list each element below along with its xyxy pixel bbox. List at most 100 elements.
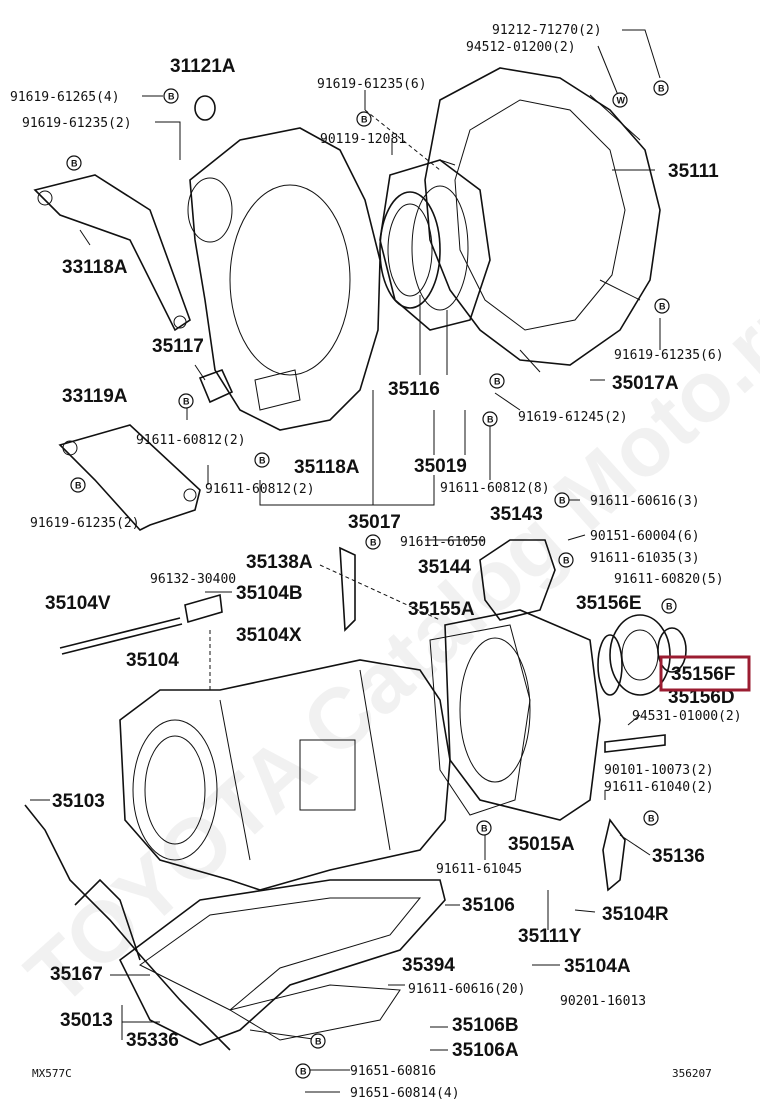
svg-text:B: B — [370, 538, 377, 548]
transmission-case-35104[interactable] — [119, 659, 451, 891]
bolt-90101-10073[interactable] — [604, 734, 666, 753]
svg-text:B: B — [487, 415, 494, 425]
label-35103: 35103 — [52, 791, 105, 812]
b-mark — [643, 810, 659, 826]
label-35136: 35136 — [652, 846, 705, 867]
label-35138A: 35138A — [246, 552, 313, 573]
label-35104X: 35104X — [236, 625, 302, 646]
label-35015A: 35015A — [508, 834, 575, 855]
plate-35156F[interactable] — [657, 627, 687, 673]
cover-35144[interactable] — [479, 539, 556, 621]
svg-text:B: B — [75, 481, 82, 491]
bracket-33119A[interactable] — [58, 424, 201, 531]
extension-housing-35015A[interactable] — [444, 609, 601, 821]
gasket-35155A[interactable] — [429, 624, 531, 816]
label-91611-60616-20: 91611-60616(20) — [408, 982, 525, 997]
label-91611-60812-b: 91611-60812(2) — [205, 482, 315, 497]
b-mark — [654, 298, 670, 314]
svg-text:B: B — [168, 92, 175, 102]
label-35111: 35111 — [668, 161, 719, 182]
label-94512-01200: 94512-01200(2) — [466, 40, 576, 55]
b-mark — [661, 598, 677, 614]
b-mark — [178, 393, 194, 409]
strainer-35394[interactable] — [228, 984, 401, 1041]
b-mark — [365, 534, 381, 550]
b-mark — [489, 373, 505, 389]
label-35111Y: 35111Y — [518, 926, 582, 947]
label-35013: 35013 — [60, 1010, 113, 1031]
b-mark — [558, 552, 574, 568]
label-31121A: 31121A — [170, 56, 236, 77]
oil-pan-35106[interactable] — [118, 879, 446, 1046]
footer-left-code: MX577C — [32, 1067, 72, 1080]
label-35104: 35104 — [126, 650, 179, 671]
gasket-plate-35019[interactable] — [379, 159, 491, 331]
bracket-33118A[interactable] — [33, 174, 191, 332]
label-35118A: 35118A — [294, 457, 360, 478]
label-35106A: 35106A — [452, 1040, 519, 1061]
label-91611-61045: 91611-61045 — [436, 862, 522, 877]
svg-text:B: B — [659, 302, 666, 312]
bell-housing-35111[interactable] — [424, 67, 661, 373]
label-33119A: 33119A — [62, 386, 128, 407]
adapter-plate-35017[interactable] — [187, 127, 381, 431]
tube-35167[interactable] — [74, 878, 141, 961]
label-90101-10073: 90101-10073(2) — [604, 763, 714, 778]
label-91619-61235-r: 91619-61235(6) — [614, 348, 724, 363]
seal-ring-35116[interactable] — [379, 191, 441, 309]
label-91611-60812-8: 91611-60812(8) — [440, 481, 550, 496]
svg-text:B: B — [666, 602, 673, 612]
b-mark — [70, 477, 86, 493]
label-35019: 35019 — [414, 456, 467, 477]
svg-text:B: B — [71, 159, 78, 169]
cover-35117[interactable] — [198, 368, 234, 404]
seal-35156D[interactable] — [597, 634, 623, 696]
label-35104B: 35104B — [236, 583, 303, 604]
shaft-35104V[interactable] — [59, 617, 181, 649]
svg-text:B: B — [559, 496, 566, 506]
svg-text:B: B — [183, 397, 190, 407]
fitting-35104B[interactable] — [184, 593, 223, 624]
svg-text:B: B — [361, 115, 368, 125]
label-91619-61265: 91619-61265(4) — [10, 90, 120, 105]
label-35144: 35144 — [418, 557, 471, 578]
label-35394: 35394 — [402, 955, 455, 976]
label-91651-60816: 91651-60816 — [350, 1064, 436, 1079]
b-mark — [653, 80, 669, 96]
b-mark — [66, 155, 82, 171]
highlight-box — [659, 655, 751, 692]
svg-text:B: B — [315, 1037, 322, 1047]
label-91619-61235-top: 91619-61235(6) — [317, 77, 427, 92]
label-91619-61235-a: 91619-61235(2) — [22, 116, 132, 131]
plug-31121A[interactable] — [194, 95, 216, 121]
svg-text:B: B — [481, 824, 488, 834]
lever-35138A[interactable] — [339, 546, 356, 632]
b-mark — [310, 1033, 326, 1049]
dipstick-tube-35103[interactable] — [24, 804, 231, 1051]
label-35336: 35336 — [126, 1030, 179, 1051]
svg-text:W: W — [617, 96, 626, 106]
svg-text:B: B — [648, 814, 655, 824]
part-labels: 91212-71270(2) 94512-01200(2) 31121A 916… — [10, 23, 742, 1101]
label-35156E: 35156E — [576, 593, 642, 614]
label-96132-30400: 96132-30400 — [150, 572, 236, 587]
b-mark — [295, 1063, 311, 1079]
label-91611-60616-3: 91611-60616(3) — [590, 494, 700, 509]
label-94531-01000: 94531-01000(2) — [632, 709, 742, 724]
b-mark — [482, 411, 498, 427]
label-91611-60812-a: 91611-60812(2) — [136, 433, 246, 448]
lever-35136[interactable] — [602, 818, 626, 892]
label-90201-16013: 90201-16013 — [560, 994, 646, 1009]
label-35104R: 35104R — [602, 904, 669, 925]
label-91619-61235-b: 91619-61235(2) — [30, 516, 140, 531]
label-35155A: 35155A — [408, 599, 475, 620]
label-35104V: 35104V — [45, 593, 111, 614]
label-91611-61040: 91611-61040(2) — [604, 780, 714, 795]
label-35167: 35167 — [50, 964, 103, 985]
w-mark — [612, 92, 628, 108]
leader-lines — [30, 29, 661, 1093]
label-91611-60820: 91611-60820(5) — [614, 572, 724, 587]
label-91611-61035: 91611-61035(3) — [590, 551, 700, 566]
label-91611-61050: 91611-61050 — [400, 535, 486, 550]
b-mark — [476, 820, 492, 836]
